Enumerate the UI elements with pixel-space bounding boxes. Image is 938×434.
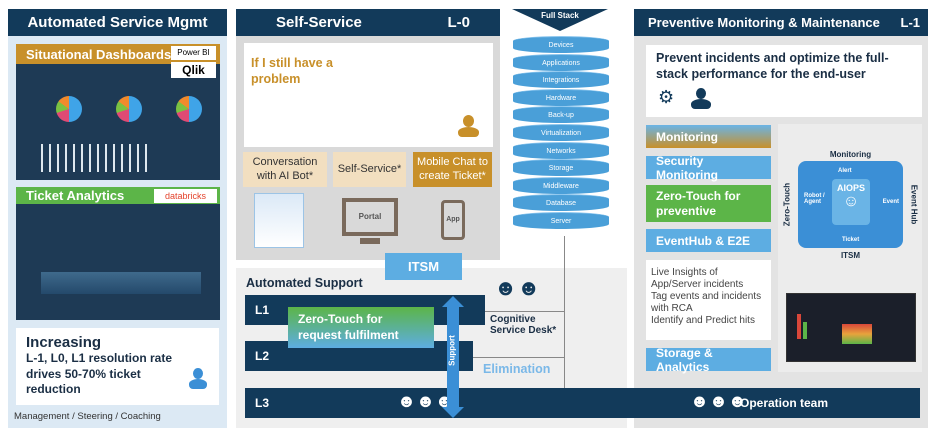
support-label: Support [447,335,457,366]
self-service-level: L-0 [447,14,471,31]
situational-dashboard[interactable]: Situational Dashboards Power BI Qlik [16,44,220,180]
full-stack-title: Full Stack [541,11,579,20]
left-footer: Management / Steering / Coaching [14,411,161,422]
stack-layer: Storage [513,159,609,177]
robot-icon: ⚙ [658,87,675,107]
right-panel-header: Preventive Monitoring & Maintenance L-1 [634,9,928,36]
headline-text: Prevent incidents and optimize the full-… [656,51,889,82]
service-desk-icon: ☻☻ [494,275,541,300]
brain-head-icon: ☺ [842,193,860,210]
ticket-label: Ticket [842,237,860,243]
problem-box: If I still have a problem [244,43,493,147]
aiops-label: AIOPS [836,183,865,193]
item-storage-analytics[interactable]: Storage & Analytics [646,346,771,374]
increasing-box: Increasing L-1, L0, L1 resolution rate d… [16,328,219,405]
pie-chart-icon [116,96,142,122]
insight-text: Tag events and incidents with RCA [651,291,762,314]
robot-agent-label: Robot / Agent [804,193,825,205]
pie-chart-icon [56,96,82,122]
insight-text: Identify and Predict hits [651,315,755,326]
monitoring-dashboard-screenshot [786,293,916,362]
item-eventhub[interactable]: EventHub & E2E [646,229,771,252]
qlik-logo: Qlik [171,62,216,78]
stack-layer: Networks [513,141,609,159]
stack-layer: Back-up [513,106,609,124]
stack-layer: Middleware [513,176,609,194]
zero-touch-request[interactable]: Zero-Touch for request fulfilment [288,307,434,348]
pie-chart-icon [176,96,202,122]
operation-team-label: Operation team [740,396,829,410]
dashboard-title: Situational Dashboards [16,44,220,64]
insights-box: Live Insights of App/Server incidents Ta… [646,260,771,340]
stack-layer: Integrations [513,71,609,89]
item-security-monitoring[interactable]: Security Monitoring [646,154,771,182]
chat-screenshot [254,193,304,248]
aiops-top-label: Monitoring [829,150,872,159]
bar-chart-icon [41,144,151,172]
right-panel-title: Preventive Monitoring & Maintenance [648,15,880,30]
self-service-header: Self-Service L-0 [236,9,500,36]
cognitive-service-desk: Cognitive Service Desk* [490,314,557,336]
funnel-chart [41,272,201,294]
arrow-head-up [442,296,464,307]
portal-monitor-icon[interactable]: Portal [342,198,398,236]
elimination-label: Elimination [483,362,551,376]
databricks-logo: databricks [154,189,217,203]
stack-layer: Server [513,212,609,229]
insight-text: Live Insights of App/Server incidents [651,267,744,290]
aiops-core: AIOPS☺ [832,179,870,225]
connector-line-vertical [564,236,565,388]
monitor-stand [360,238,380,244]
support-arrow[interactable] [447,305,459,409]
option-ai-bot[interactable]: Conversation with AI Bot* [243,152,327,187]
app-label: App [446,216,460,223]
event-label: Event [882,199,899,205]
app-phone-icon[interactable]: App [441,200,465,240]
portal-label: Portal [358,212,382,221]
increasing-title: Increasing [26,334,102,351]
aiops-bottom-label: ITSM [840,251,861,260]
connector-line [485,311,565,312]
problem-text: If I still have a problem [251,56,333,87]
option-self-service[interactable]: Self-Service* [333,152,406,187]
stack-layer: Database [513,194,609,212]
aiops-left-label: Zero-Touch [782,182,792,227]
self-service-title: Self-Service [276,14,362,31]
arrow-head-down [442,407,464,418]
team-icon: ☻☻☻ [690,391,747,411]
stack-layer: Virtualization [513,124,609,141]
support-title: Automated Support [246,276,363,290]
stack-layer: Applications [513,53,609,71]
stack-layer: Hardware [513,88,609,106]
increasing-text: L-1, L0, L1 resolution rate drives 50-70… [26,351,173,397]
level-l3[interactable]: L3 [245,388,920,418]
aiops-right-label: Event Hub [909,184,919,225]
right-panel-level: L-1 [900,15,921,30]
alert-label: Alert [838,168,852,174]
ticket-analytics[interactable]: Ticket Analytics databricks [16,187,220,320]
option-mobile-chat[interactable]: Mobile Chat to create Ticket* [413,152,492,187]
item-zero-touch-preventive[interactable]: Zero-Touch for preventive [646,185,771,222]
powerbi-logo: Power BI [171,46,216,60]
aiops-cycle[interactable]: Alert Event Ticket Robot / Agent AIOPS☺ [798,161,903,248]
team-icon: ☻☻☻ [397,391,454,411]
headline-box: Prevent incidents and optimize the full-… [646,45,922,117]
item-monitoring[interactable]: Monitoring [646,125,771,148]
connector-line [473,357,565,358]
stack-layer: Devices [513,36,609,53]
left-panel-title: Automated Service Mgmt [8,9,227,36]
itsm-box[interactable]: ITSM [385,253,462,280]
